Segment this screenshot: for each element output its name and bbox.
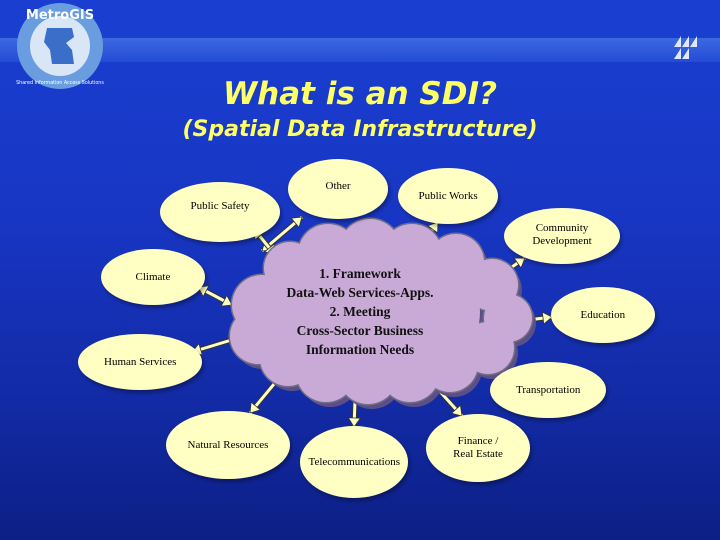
node-human-services: [78, 334, 202, 390]
minnesota-map-icon: [44, 28, 74, 64]
node-label-transportation: Transportation: [516, 383, 581, 396]
slide-subtitle: (Spatial Data Infrastructure): [182, 117, 538, 142]
center-line-2: Data-Web Services-Apps.: [286, 285, 434, 300]
node-public-safety: [160, 182, 280, 242]
node-climate: [101, 249, 205, 305]
node-transportation: [490, 362, 606, 418]
node-education: [551, 287, 655, 343]
node-public-works: [398, 168, 498, 224]
node-finance-real-estate: [426, 414, 530, 482]
logo-brand: MetroGIS: [26, 8, 94, 23]
center-cloud: [228, 217, 536, 409]
header-band: [0, 38, 720, 62]
node-label-community-development: Community Development: [532, 222, 592, 247]
node-telecommunications: [300, 426, 408, 498]
center-line-5: Information Needs: [305, 342, 415, 357]
node-label-finance-real-estate: Finance / Real Estate: [453, 435, 503, 460]
center-text: 1. Framework Data-Web Services-Apps. 2. …: [250, 264, 470, 359]
arrow-climate: [196, 284, 234, 308]
node-label-natural-resources: Natural Resources: [187, 438, 269, 451]
node-label-public-works: Public Works: [418, 189, 478, 202]
center-line-1: 1. Framework: [319, 266, 401, 281]
node-label-human-services: Human Services: [104, 355, 177, 368]
metrogis-logo: MetroGIS Shared Information Access Solut…: [16, 3, 104, 89]
center-line-4: Cross-Sector Business: [296, 323, 424, 338]
node-label-other: Other: [325, 179, 351, 192]
slide-title: What is an SDI?: [222, 76, 498, 112]
stacked-triangles-icon: [674, 36, 697, 59]
node-label-education: Education: [580, 308, 626, 321]
node-label-climate: Climate: [135, 270, 171, 283]
logo-tagline: Shared Information Access Solutions: [16, 80, 104, 86]
node-label-telecommunications: Telecommunications: [308, 455, 400, 468]
node-natural-resources: [166, 411, 290, 479]
node-label-public-safety: Public Safety: [190, 199, 250, 212]
node-other: [288, 159, 388, 219]
node-community-development: [504, 208, 620, 264]
center-line-3: 2. Meeting: [329, 304, 391, 319]
